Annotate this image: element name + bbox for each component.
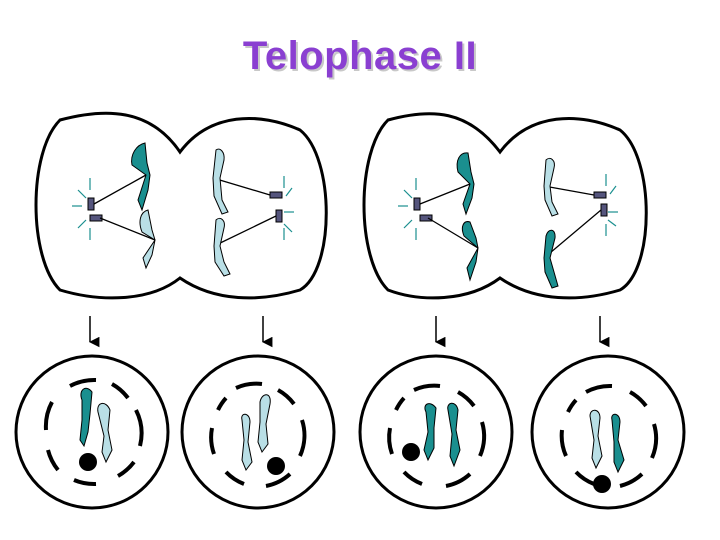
- daughter-cell: [530, 354, 686, 510]
- chromatid-dark: [611, 413, 625, 474]
- chromatid-dark: [131, 142, 151, 212]
- nuclear-envelope: [209, 381, 307, 488]
- chromatid-light: [543, 157, 559, 217]
- nucleolus-icon: [79, 453, 97, 471]
- nuclear-envelope: [43, 377, 144, 487]
- aster-rays: [283, 176, 294, 240]
- chromatid-dark: [79, 387, 93, 448]
- aster-rays: [605, 174, 618, 236]
- spindle-fibers: [543, 185, 602, 259]
- centriole-pair: [593, 191, 608, 217]
- chromatid-dark: [543, 229, 559, 289]
- spindle-fibers: [93, 174, 156, 241]
- chromatid-light: [213, 217, 231, 277]
- chromatid-light: [257, 394, 271, 454]
- chromatid-dark: [456, 152, 475, 216]
- chromatid-light: [241, 413, 253, 472]
- chromatid-light: [589, 409, 603, 470]
- aster-rays: [398, 178, 417, 240]
- chromatid-light: [212, 148, 229, 215]
- diagram-title: Telophase II: [242, 34, 478, 78]
- spindle-fibers: [212, 177, 277, 247]
- nucleolus-icon: [267, 457, 285, 475]
- chromatid-dark: [461, 221, 479, 282]
- chromatid-light: [139, 209, 156, 270]
- daughter-cell: [14, 354, 170, 510]
- chromatid-dark: [447, 402, 461, 468]
- chromatid-dark: [423, 403, 437, 462]
- dividing-cell-right: [362, 112, 648, 300]
- spindle-fibers: [419, 183, 479, 249]
- centriole-pair: [413, 197, 433, 222]
- chromatid-light: [97, 403, 113, 464]
- nucleolus-icon: [402, 443, 420, 461]
- aster-rays: [72, 178, 91, 240]
- daughter-cell: [180, 354, 336, 510]
- nuclear-envelope: [387, 383, 486, 488]
- daughter-cell: [358, 354, 514, 510]
- dividing-cell-left: [34, 111, 328, 300]
- nuclear-envelope: [559, 383, 658, 488]
- nucleolus-icon: [593, 475, 611, 493]
